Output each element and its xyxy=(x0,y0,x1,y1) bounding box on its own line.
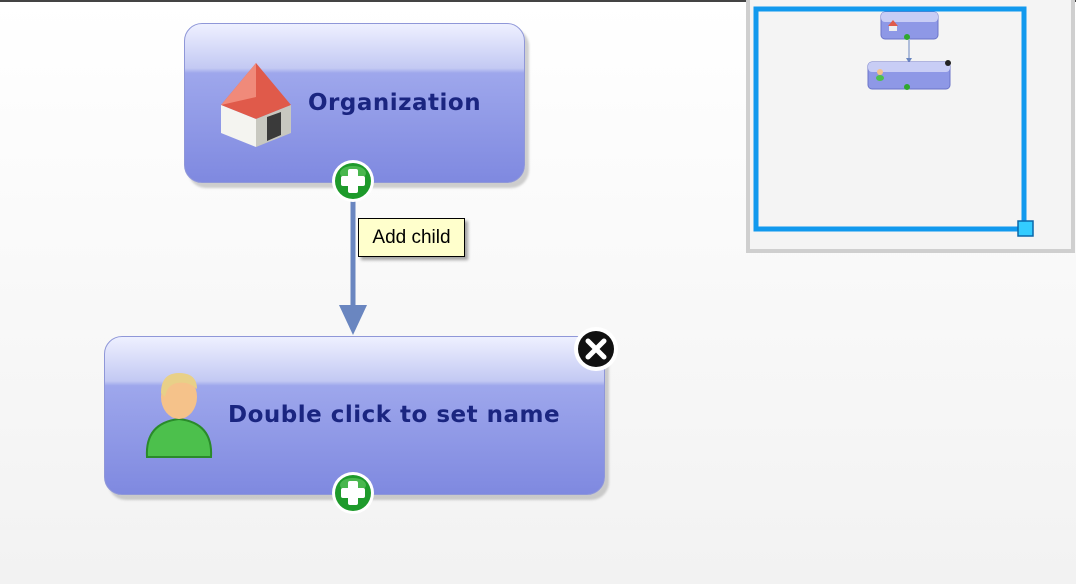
minimap-edge-arrow xyxy=(906,58,912,63)
add-child-button[interactable] xyxy=(330,470,376,516)
minimap-organization-node xyxy=(880,11,939,40)
organization-label: Organization xyxy=(308,90,482,116)
minimap-resize-handle[interactable] xyxy=(1017,220,1034,237)
edge-arrow xyxy=(339,190,367,335)
organization-node[interactable]: Organization xyxy=(184,23,525,183)
minimap[interactable] xyxy=(746,0,1075,253)
minimap-viewport[interactable] xyxy=(753,6,1027,232)
close-icon[interactable] xyxy=(572,325,620,373)
minimap-person-node xyxy=(867,60,951,90)
top-border xyxy=(0,0,1076,2)
person-icon xyxy=(145,373,213,458)
tooltip: Add child xyxy=(358,218,465,257)
add-child-button[interactable] xyxy=(330,158,376,204)
person-label: Double click to set name xyxy=(228,402,561,428)
house-icon xyxy=(221,63,291,147)
person-node[interactable]: Double click to set name xyxy=(104,336,605,495)
